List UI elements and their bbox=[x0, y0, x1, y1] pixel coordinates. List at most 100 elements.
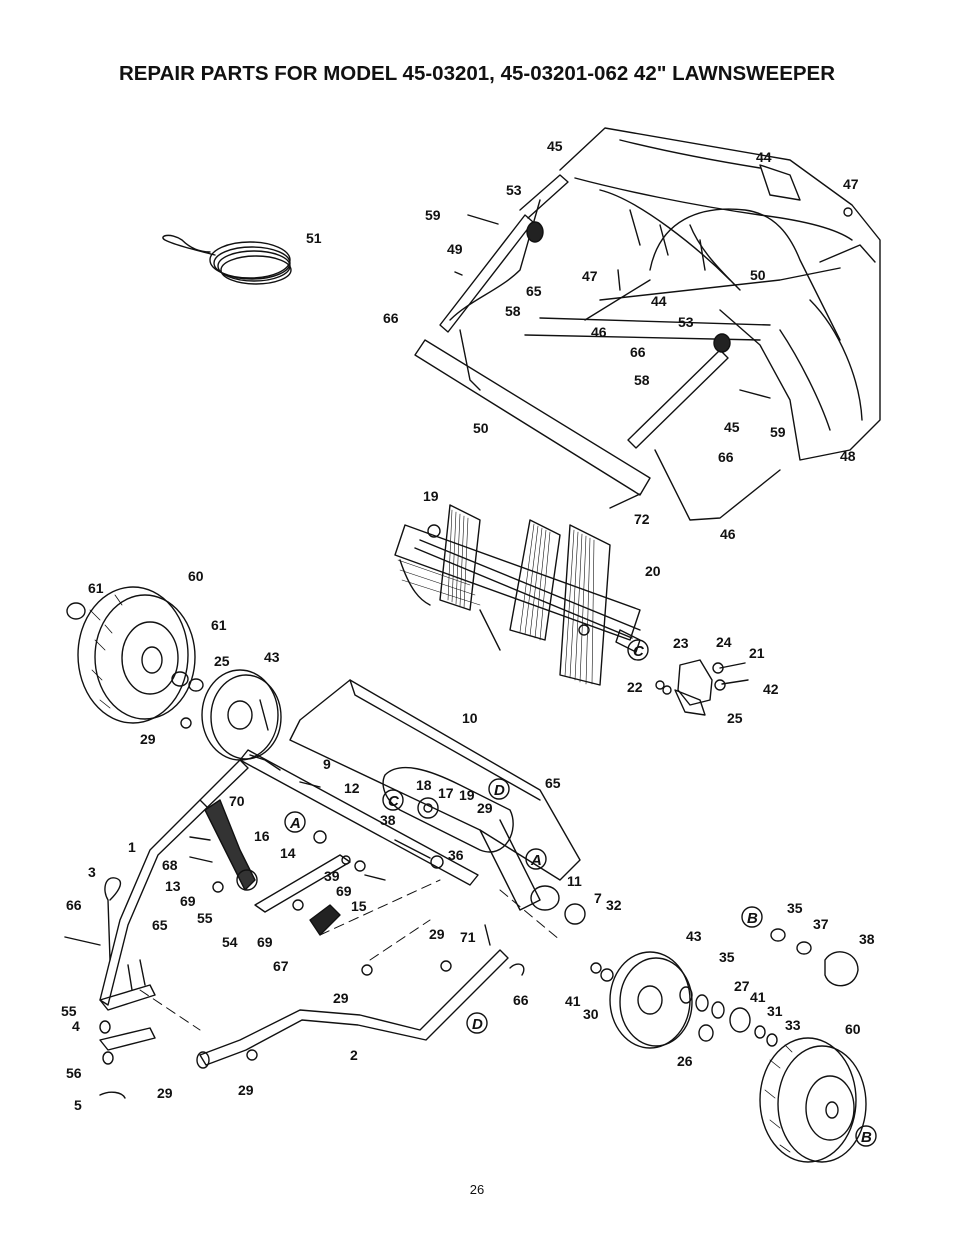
svg-text:29: 29 bbox=[140, 731, 156, 747]
svg-text:D: D bbox=[472, 1016, 483, 1033]
svg-text:61: 61 bbox=[211, 617, 227, 633]
svg-text:10: 10 bbox=[462, 710, 478, 726]
pins bbox=[454, 207, 853, 509]
svg-text:21: 21 bbox=[749, 645, 765, 661]
svg-text:46: 46 bbox=[720, 526, 736, 542]
svg-text:60: 60 bbox=[188, 568, 204, 584]
ref-a-right: A bbox=[525, 848, 547, 870]
ref-d-handle: D bbox=[466, 1012, 488, 1034]
svg-text:59: 59 bbox=[770, 424, 786, 440]
svg-text:17: 17 bbox=[438, 785, 454, 801]
svg-text:3: 3 bbox=[88, 864, 96, 880]
svg-text:32: 32 bbox=[606, 897, 622, 913]
svg-text:56: 56 bbox=[66, 1065, 82, 1081]
hopper-bag-assembly bbox=[559, 127, 881, 461]
page-title: REPAIR PARTS FOR MODEL 45-03201, 45-0320… bbox=[118, 62, 836, 85]
svg-text:15: 15 bbox=[351, 898, 367, 914]
svg-text:66: 66 bbox=[66, 897, 82, 913]
svg-text:71: 71 bbox=[460, 929, 476, 945]
svg-text:45: 45 bbox=[547, 138, 563, 154]
svg-text:37: 37 bbox=[813, 916, 829, 932]
svg-text:35: 35 bbox=[719, 949, 735, 965]
hardware-bolts bbox=[64, 781, 614, 1061]
svg-text:22: 22 bbox=[627, 679, 643, 695]
right-wheel bbox=[759, 1037, 867, 1163]
svg-text:11: 11 bbox=[567, 873, 582, 889]
svg-text:66: 66 bbox=[718, 449, 734, 465]
page-number: 26 bbox=[469, 1182, 485, 1197]
svg-text:25: 25 bbox=[727, 710, 743, 726]
svg-text:5: 5 bbox=[74, 1097, 82, 1113]
svg-text:A: A bbox=[289, 815, 301, 832]
svg-text:65: 65 bbox=[152, 917, 168, 933]
svg-text:29: 29 bbox=[238, 1082, 254, 1098]
svg-text:30: 30 bbox=[583, 1006, 599, 1022]
svg-text:58: 58 bbox=[634, 372, 650, 388]
svg-text:16: 16 bbox=[254, 828, 270, 844]
ref-b-wheel: B bbox=[855, 1125, 877, 1147]
svg-text:C: C bbox=[388, 793, 400, 810]
svg-text:60: 60 bbox=[845, 1021, 861, 1037]
svg-text:59: 59 bbox=[425, 207, 441, 223]
svg-text:20: 20 bbox=[645, 563, 661, 579]
svg-text:13: 13 bbox=[165, 878, 181, 894]
handle-bracket bbox=[99, 984, 156, 1099]
brush-bracket-parts bbox=[655, 659, 749, 716]
svg-text:69: 69 bbox=[336, 883, 352, 899]
svg-text:29: 29 bbox=[429, 926, 445, 942]
left-wheel bbox=[66, 586, 204, 724]
reference-letter-markers: C C D A A B D B bbox=[284, 639, 877, 1147]
main-frame-bar bbox=[239, 749, 479, 886]
svg-text:D: D bbox=[494, 782, 505, 799]
svg-text:1: 1 bbox=[128, 839, 136, 855]
svg-text:49: 49 bbox=[447, 241, 463, 257]
svg-text:61: 61 bbox=[88, 580, 104, 596]
ref-b-top: B bbox=[741, 906, 763, 928]
right-hardware-stack bbox=[679, 928, 859, 1047]
ref-a-left: A bbox=[284, 811, 306, 833]
svg-text:48: 48 bbox=[840, 448, 856, 464]
svg-text:39: 39 bbox=[324, 868, 340, 884]
svg-text:42: 42 bbox=[763, 681, 779, 697]
grommet-53-top bbox=[526, 221, 544, 243]
svg-text:C: C bbox=[633, 643, 645, 660]
svg-text:33: 33 bbox=[785, 1017, 801, 1033]
svg-text:19: 19 bbox=[423, 488, 439, 504]
grommet-53-right bbox=[713, 333, 731, 353]
svg-text:51: 51 bbox=[306, 230, 322, 246]
brush-assembly bbox=[394, 504, 641, 686]
svg-text:45: 45 bbox=[724, 419, 740, 435]
svg-text:66: 66 bbox=[513, 992, 529, 1008]
ref-c-brush: C bbox=[627, 639, 649, 661]
handle-lower bbox=[196, 949, 509, 1069]
svg-text:66: 66 bbox=[383, 310, 399, 326]
svg-text:44: 44 bbox=[756, 149, 772, 165]
svg-text:72: 72 bbox=[634, 511, 650, 527]
svg-text:14: 14 bbox=[280, 845, 296, 861]
svg-text:43: 43 bbox=[686, 928, 702, 944]
svg-text:46: 46 bbox=[591, 324, 607, 340]
svg-text:38: 38 bbox=[380, 812, 396, 828]
svg-text:47: 47 bbox=[582, 268, 598, 284]
svg-text:55: 55 bbox=[197, 910, 213, 926]
svg-text:53: 53 bbox=[678, 314, 694, 330]
svg-text:43: 43 bbox=[264, 649, 280, 665]
svg-text:23: 23 bbox=[673, 635, 689, 651]
sweeper-housing bbox=[289, 679, 581, 911]
support-tube-right bbox=[627, 349, 729, 449]
svg-text:54: 54 bbox=[222, 934, 238, 950]
svg-text:47: 47 bbox=[843, 176, 859, 192]
svg-text:70: 70 bbox=[229, 793, 245, 809]
svg-text:A: A bbox=[530, 852, 542, 869]
svg-text:44: 44 bbox=[651, 293, 667, 309]
svg-text:36: 36 bbox=[448, 847, 464, 863]
svg-text:29: 29 bbox=[157, 1085, 173, 1101]
svg-text:7: 7 bbox=[594, 890, 602, 906]
svg-text:38: 38 bbox=[859, 931, 875, 947]
svg-text:B: B bbox=[747, 910, 758, 927]
alignment-lines bbox=[139, 879, 561, 1031]
svg-text:4: 4 bbox=[72, 1018, 80, 1034]
svg-text:50: 50 bbox=[750, 267, 766, 283]
svg-text:19: 19 bbox=[459, 787, 475, 803]
lever bbox=[204, 799, 258, 891]
